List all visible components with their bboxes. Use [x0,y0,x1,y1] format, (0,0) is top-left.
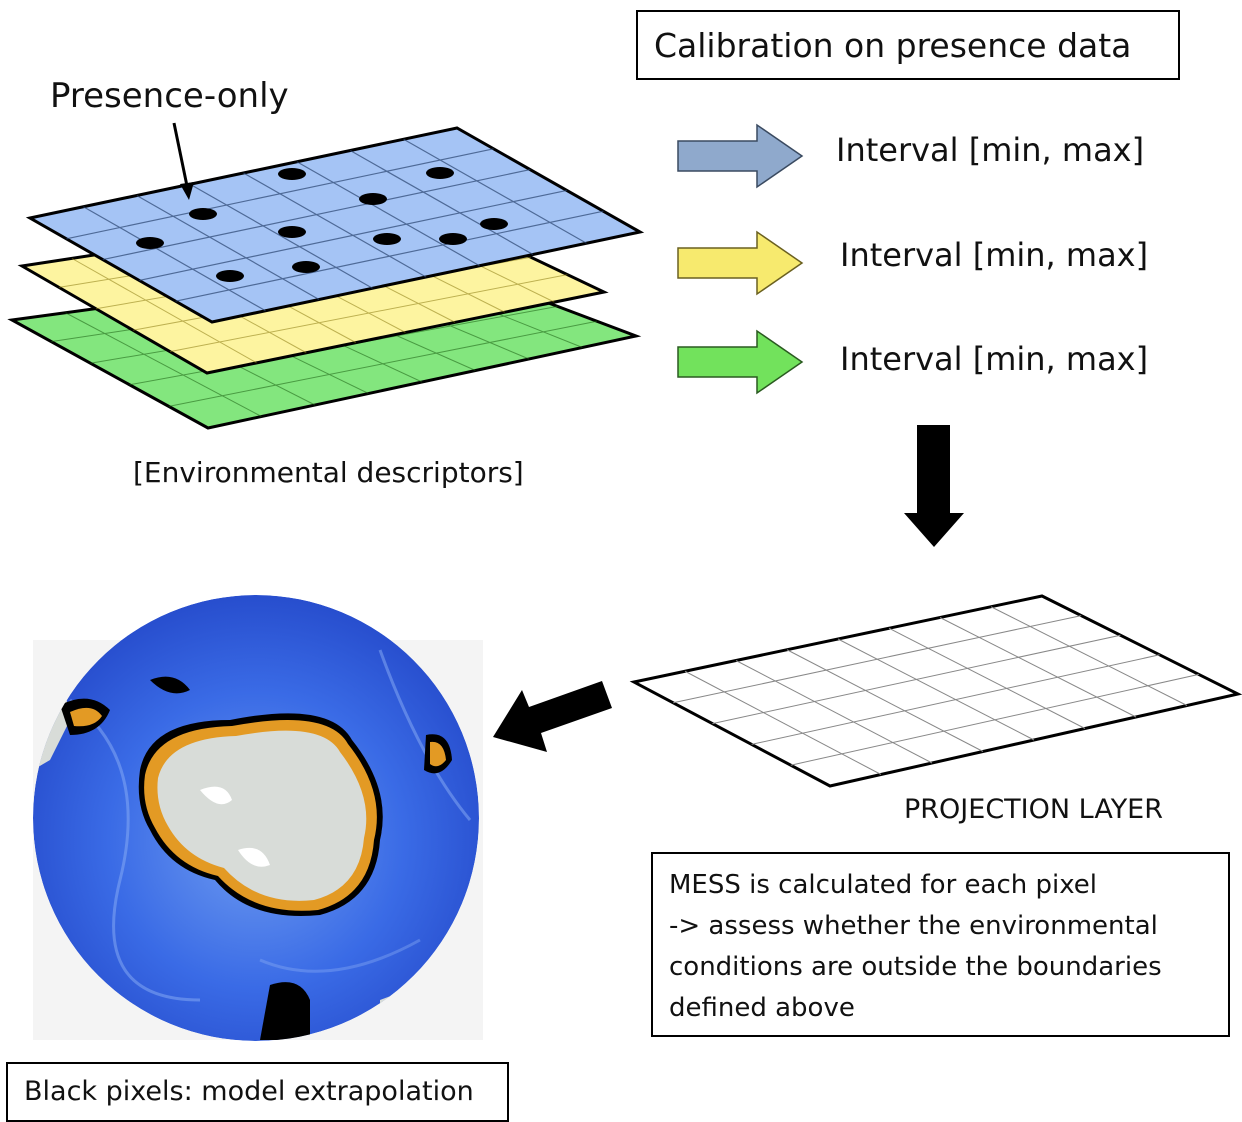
interval-label-green: Interval [min, max] [840,340,1149,378]
interval-arrow-blue [677,123,804,189]
legend-box: Black pixels: model extrapolation [6,1062,509,1122]
mess-line-1: MESS is calculated for each pixel [669,870,1098,900]
presence-point [216,270,244,282]
calibration-title-box: Calibration on presence data [636,10,1180,80]
grid-line [888,627,1086,729]
grid-line [673,615,1082,704]
antarctica-continent [157,730,367,901]
left-arrow [493,681,612,752]
projection-layer-grid [629,594,1242,788]
grid-line [786,649,984,752]
grid-line [296,161,480,267]
presence-point [439,233,467,245]
legend-text: Black pixels: model extrapolation [24,1076,474,1107]
grid-line [136,194,320,301]
environmental-descriptors-label: [Environmental descriptors] [133,456,524,489]
grid-line [735,660,933,764]
grid-line [349,149,534,256]
presence-point [426,167,454,179]
projection-layer-label: PROJECTION LAYER [904,794,1164,825]
interval-label-yellow: Interval [min, max] [840,236,1149,274]
grid-line [66,148,494,240]
grid-line [83,206,266,312]
presence-points [136,167,508,282]
grid-line [168,320,597,407]
grid-line [175,210,604,302]
grid-line [139,189,567,281]
grid-line [939,617,1137,718]
grid-line [712,634,1121,725]
presence-point [278,226,306,238]
calibration-title: Calibration on presence data [654,26,1132,65]
presence-pointer-line [172,122,189,187]
presence-point [359,193,387,205]
interval-label-blue: Interval [min, max] [836,131,1145,169]
grid-line [102,169,531,261]
presence-pointer-head [180,182,194,200]
grid-line [403,138,587,244]
grid-line [243,172,427,278]
presence-point [278,168,306,180]
interval-arrow-green [677,329,804,395]
grid-line [71,257,257,364]
grid-line [751,654,1160,745]
mess-line-4: defined above [669,993,855,1023]
down-arrow [904,425,964,547]
layer-blue [25,126,645,324]
grid-line [169,274,568,353]
presence-point [292,261,320,273]
presence-point [480,218,508,230]
mess-description-box: MESS is calculated for each pixel -> ass… [651,852,1230,1037]
grid-line [790,673,1199,766]
presence-point [136,237,164,249]
mess-line-3: conditions are outside the boundaries [669,952,1162,982]
presence-only-label: Presence-only [50,76,289,116]
interval-arrow-yellow [677,230,804,296]
grid-line [684,670,882,775]
extrapolation-south [260,982,310,1040]
grid-line [837,638,1035,741]
mess-line-2: -> assess whether the environmental [669,911,1158,941]
presence-point [373,233,401,245]
grid-line [990,606,1188,706]
grid-line [189,183,373,289]
presence-point [189,208,217,220]
grid-line [65,312,262,417]
antarctica-map [33,595,483,1041]
